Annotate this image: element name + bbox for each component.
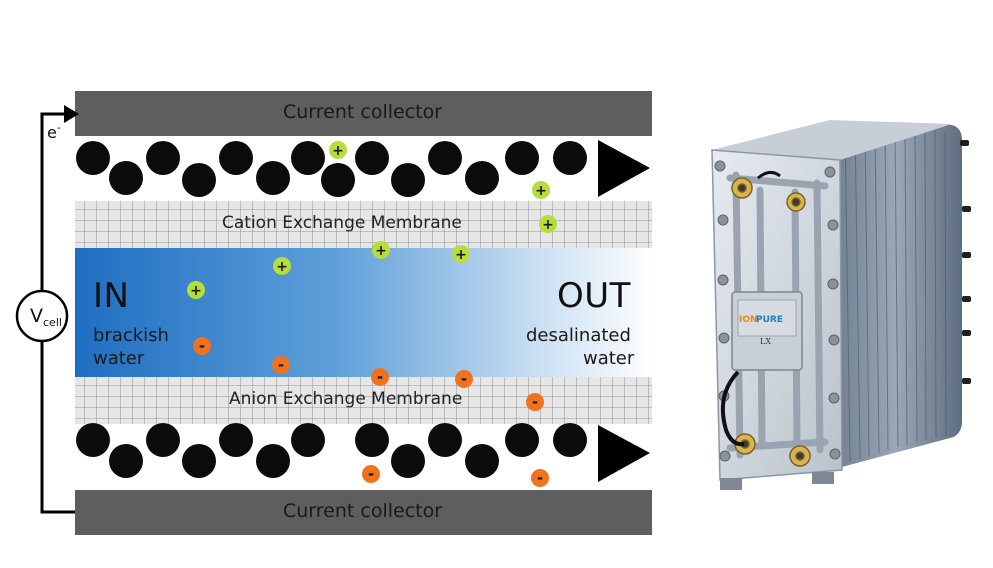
svg-text:PURE: PURE [756,315,783,325]
flow-arrow-bottom-icon [598,425,650,482]
current-collector-top-label: Current collector [283,101,443,123]
outlet-sub-line-2: water [583,348,635,369]
cation-membrane-label: Cation Exchange Membrane [222,213,462,233]
inlet-sub-line-1: brackish [93,325,169,346]
cation-ion: + [187,281,205,299]
current-collector-bottom-label: Current collector [283,500,443,522]
anion-ion: - [526,393,544,411]
svg-text:-: - [377,368,383,386]
svg-text:+: + [535,183,547,199]
current-collector-top [75,91,652,136]
inlet-sub-line-2: water [93,348,145,369]
cation-ion: + [329,141,347,159]
carbon-electrode-bottom [76,423,587,478]
edi-module-photo: ION PURE LX [711,120,971,490]
svg-text:-: - [537,469,543,487]
electron-label: e- [47,121,61,142]
anion-exchange-membrane [75,377,652,424]
anion-ion: - [371,368,389,386]
svg-text:-: - [278,356,284,374]
svg-text:+: + [455,247,467,263]
water-channel [75,248,652,377]
current-collector-bottom [75,490,652,535]
anion-ion: - [455,370,473,388]
anion-membrane-label: Anion Exchange Membrane [229,389,463,409]
svg-text:+: + [332,143,344,159]
anion-ion: - [193,337,211,355]
cation-ion: + [273,257,291,275]
voltage-label: Vcell [30,305,62,329]
electron-arrow-icon [64,105,79,123]
svg-text:+: + [542,217,554,233]
inlet-label: IN [93,276,130,316]
anion-ion: - [272,356,290,374]
cation-ion: + [532,181,550,199]
anion-ion: - [531,469,549,487]
cation-ion: + [452,245,470,263]
svg-text:-: - [368,465,374,483]
svg-text:-: - [532,393,538,411]
outlet-label: OUT [557,276,631,316]
svg-text:+: + [276,259,288,275]
cation-ion: + [372,241,390,259]
flow-arrow-top-icon [598,140,650,197]
svg-text:+: + [375,243,387,259]
carbon-electrode-top [76,141,587,197]
anion-ions: - - - - - - - [193,337,549,487]
svg-text:+: + [190,283,202,299]
cation-ion: + [539,215,557,233]
svg-text:-: - [199,337,205,355]
cation-ions: + + + + + + + [187,141,557,299]
svg-text:ION: ION [739,315,758,325]
voltage-source [15,289,69,343]
svg-text:-: - [461,370,467,388]
anion-ion: - [362,465,380,483]
outlet-sub-line-1: desalinated [526,325,631,346]
svg-text:LX: LX [760,337,771,346]
